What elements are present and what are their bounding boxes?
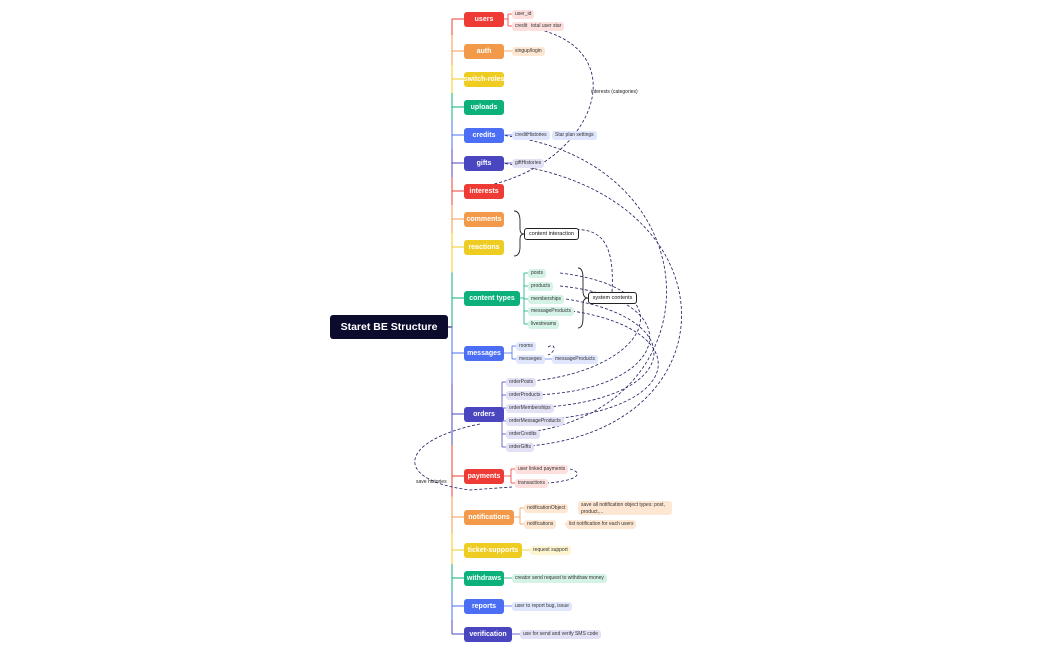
subnode-notifications-1[interactable]: notifications — [524, 519, 557, 529]
category-uploads[interactable]: uploads — [464, 99, 504, 115]
category-reports[interactable]: reports — [464, 598, 504, 614]
relationship-curve — [499, 134, 667, 435]
subnode-orders-3[interactable]: orderMessageProducts — [506, 416, 564, 426]
subnode-gifts-0[interactable]: giftHistories — [512, 158, 545, 168]
category-messages[interactable]: messages — [464, 345, 504, 361]
category-users[interactable]: users — [464, 11, 504, 27]
subnode-notifications-0[interactable]: notificationObject — [524, 503, 569, 513]
leaf-users-1[interactable]: total user star — [528, 21, 565, 31]
subnode-content-types-0[interactable]: posts — [528, 268, 546, 278]
subnode-payments-1[interactable]: transactions — [515, 478, 548, 488]
subnode-verification-0[interactable]: use for send and verify SMS code — [520, 629, 602, 639]
subnode-messages-1[interactable]: messeges — [516, 354, 545, 364]
subnode-users-1[interactable]: credit — [512, 21, 531, 31]
subnode-content-types-3[interactable]: messageProducts — [528, 306, 575, 316]
leaf-notifications-0[interactable]: save all notification object types: post… — [578, 501, 672, 515]
category-comments[interactable]: comments — [464, 211, 504, 227]
connector-curve — [577, 267, 589, 329]
category-withdraws[interactable]: withdraws — [464, 570, 504, 586]
category-gifts[interactable]: gifts — [464, 155, 504, 171]
subnode-messages-0[interactable]: rooms — [516, 341, 536, 351]
subnode-orders-1[interactable]: orderProducts — [506, 390, 544, 400]
system-contents-box[interactable]: system contents — [588, 292, 637, 304]
category-auth[interactable]: auth — [464, 43, 504, 59]
category-orders[interactable]: orders — [464, 406, 504, 422]
subnode-withdraws-0[interactable]: creator send request to withdraw money — [512, 573, 607, 583]
subnode-payments-0[interactable]: user linked payments — [515, 464, 569, 474]
subnode-content-types-1[interactable]: products — [528, 281, 554, 291]
save-histories-label: save histories — [416, 479, 447, 485]
connector-curve — [513, 210, 525, 257]
category-payments[interactable]: payments — [464, 468, 504, 484]
leaf-notifications-1[interactable]: list notification for each users — [566, 519, 637, 529]
subnode-orders-0[interactable]: orderPosts — [506, 377, 537, 387]
category-content-types[interactable]: content types — [464, 290, 520, 306]
leaf-credits-0[interactable]: Star plan settings — [552, 130, 597, 140]
subnode-content-types-4[interactable]: livestreams — [528, 319, 560, 329]
subnode-auth-0[interactable]: singup/login — [512, 46, 545, 56]
category-switch-roles[interactable]: switch-roles — [464, 71, 504, 87]
leaf-messages-1[interactable]: messageProducts — [552, 354, 599, 364]
content-interaction-box[interactable]: content interaction — [524, 228, 579, 240]
subnode-orders-4[interactable]: orderCredits — [506, 429, 540, 439]
category-ticket-supports[interactable]: ticket-supports — [464, 542, 522, 558]
subnode-users-0[interactable]: user_id — [512, 9, 535, 19]
category-credits[interactable]: credits — [464, 127, 504, 143]
category-interests[interactable]: interests — [464, 183, 504, 199]
relationship-curve — [547, 345, 555, 356]
subnode-reports-0[interactable]: user to report bug, issue — [512, 601, 572, 611]
subnode-ticket-supports-0[interactable]: request support — [530, 545, 571, 555]
root-node[interactable]: Staret BE Structure — [330, 315, 448, 339]
subnode-content-types-2[interactable]: memberships — [528, 294, 565, 304]
subnode-orders-2[interactable]: orderMemberships — [506, 403, 554, 413]
category-verification[interactable]: verification — [464, 626, 512, 642]
subnode-orders-5[interactable]: orderGifts — [506, 442, 534, 452]
category-notifications[interactable]: notifications — [464, 509, 514, 525]
interests-link-label: interests (categories) — [591, 89, 638, 95]
subnode-credits-0[interactable]: creditHistories — [512, 130, 550, 140]
category-reactions[interactable]: reactions — [464, 239, 504, 255]
